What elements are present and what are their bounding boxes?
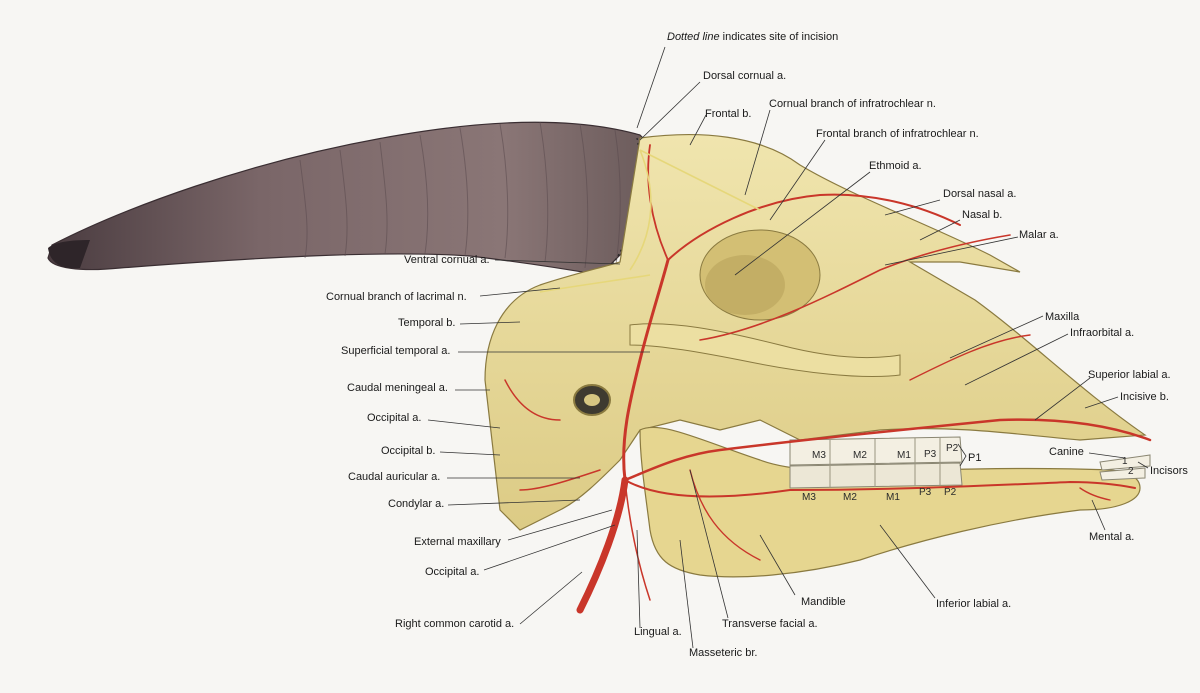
label-lingual: Lingual a. xyxy=(634,626,682,638)
tooth-labels: M3 M2 M1 P3 P2 M3 M2 M1 P3 P2 1 2 xyxy=(802,443,1134,503)
label-dorsal-nasal: Dorsal nasal a. xyxy=(943,188,1017,200)
label-maxilla: Maxilla xyxy=(1045,311,1080,323)
lower-tooth-label: P2 xyxy=(944,487,957,498)
label-nasal-bone: Nasal b. xyxy=(962,209,1003,221)
incisor-number: 2 xyxy=(1128,466,1134,477)
upper-tooth-label: M2 xyxy=(853,450,867,461)
upper-tooth-label: P2 xyxy=(946,443,959,454)
caption-text: indicates site of incision xyxy=(719,31,839,43)
label-malar: Malar a. xyxy=(1019,229,1059,241)
caption-emphasis: Dotted line xyxy=(667,31,720,43)
label-caudal-meningeal: Caudal meningeal a. xyxy=(347,382,448,394)
label-occipital-artery-upper: Occipital a. xyxy=(367,412,422,424)
label-dorsal-cornual: Dorsal cornual a. xyxy=(703,70,787,82)
label-caudal-auricular: Caudal auricular a. xyxy=(348,471,441,483)
upper-tooth-label: P3 xyxy=(924,449,937,460)
lower-tooth-label: P3 xyxy=(919,487,932,498)
label-superior-labial: Superior labial a. xyxy=(1088,369,1171,381)
label-masseteric: Masseteric br. xyxy=(689,647,758,659)
upper-tooth-label: M3 xyxy=(812,450,826,461)
label-mental: Mental a. xyxy=(1089,531,1135,543)
label-condylar: Condylar a. xyxy=(388,498,445,510)
label-cornual-lacrimal: Cornual branch of lacrimal n. xyxy=(326,291,467,303)
label-cornual-infratrochlear: Cornual branch of infratrochlear n. xyxy=(769,98,936,110)
label-infraorbital: Infraorbital a. xyxy=(1070,327,1135,339)
label-right-common-carotid: Right common carotid a. xyxy=(395,618,515,630)
label-external-maxillary: External maxillary xyxy=(414,536,501,548)
incisor-number: 1 xyxy=(1122,456,1128,467)
lower-tooth-label: M2 xyxy=(843,492,857,503)
label-ventral-cornual: Ventral cornual a. xyxy=(404,254,490,266)
horn xyxy=(47,121,656,276)
lower-tooth-label: M3 xyxy=(802,492,816,503)
label-frontal-infratrochlear: Frontal branch of infratrochlear n. xyxy=(816,128,979,140)
label-incisors: Incisors xyxy=(1150,465,1188,477)
label-frontal-bone: Frontal b. xyxy=(705,108,752,120)
incisor-teeth xyxy=(1099,454,1151,481)
label-temporal-bone: Temporal b. xyxy=(398,317,456,329)
label-p1: P1 xyxy=(968,452,982,464)
label-occipital-artery-lower: Occipital a. xyxy=(425,566,480,578)
label-occipital-bone: Occipital b. xyxy=(381,445,436,457)
label-mandible: Mandible xyxy=(801,596,846,608)
label-incisive-bone: Incisive b. xyxy=(1120,391,1169,403)
label-transverse-facial: Transverse facial a. xyxy=(722,618,818,630)
upper-tooth-label: M1 xyxy=(897,450,911,461)
leader-lines xyxy=(427,46,1149,649)
label-superficial-temporal: Superficial temporal a. xyxy=(341,345,451,357)
label-canine: Canine xyxy=(1049,446,1084,458)
lower-teeth xyxy=(789,462,963,489)
incision-caption: Dotted line indicates site of incision xyxy=(667,31,838,43)
label-ethmoid: Ethmoid a. xyxy=(869,160,922,172)
lower-tooth-label: M1 xyxy=(886,492,900,503)
label-inferior-labial: Inferior labial a. xyxy=(936,598,1012,610)
